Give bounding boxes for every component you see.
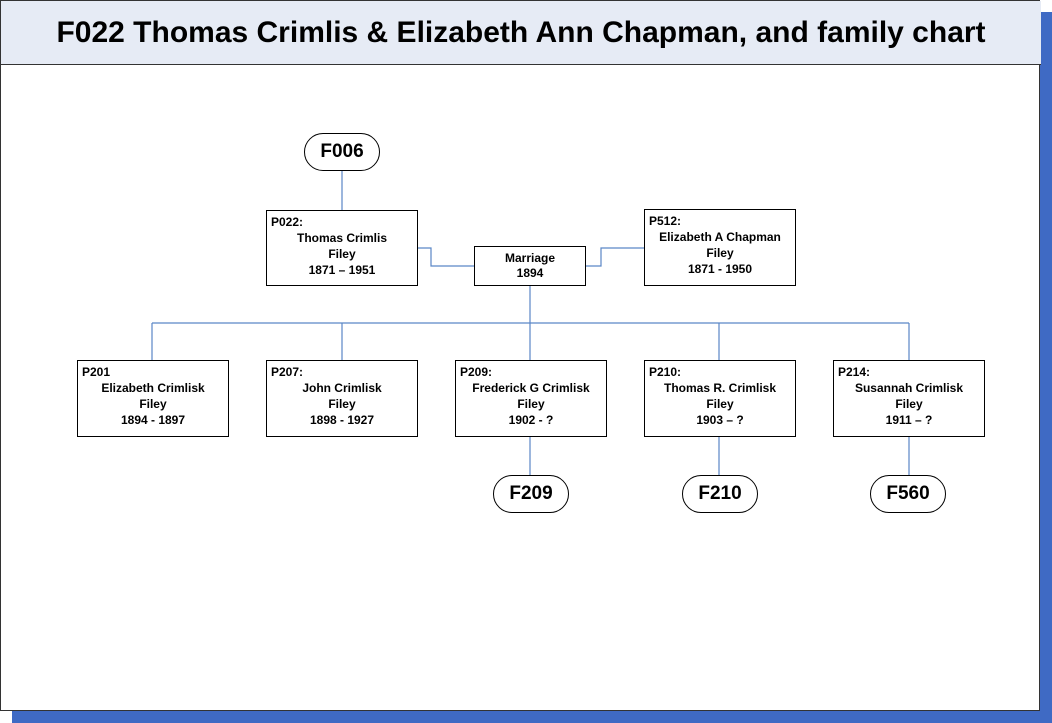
person-name: Thomas R. Crimlisk — [663, 381, 777, 395]
person-card-husband[interactable]: P022: Thomas Crimlis Filey 1871 – 1951 — [266, 210, 418, 286]
chart-frame: F022 Thomas Crimlis & Elizabeth Ann Chap… — [0, 0, 1041, 711]
person-card-wife[interactable]: P512: Elizabeth A Chapman Filey 1871 - 1… — [644, 209, 796, 286]
marriage-label: Marriage — [504, 251, 556, 265]
person-dates: 1898 - 1927 — [309, 413, 375, 427]
person-id: P201 — [82, 365, 111, 379]
person-id: P207: — [271, 365, 304, 379]
family-label: F210 — [698, 483, 742, 504]
person-id: P209: — [460, 365, 493, 379]
marriage-year: 1894 — [516, 266, 544, 280]
person-card-child[interactable]: P214: Susannah Crimlisk Filey 1911 – ? — [833, 360, 985, 437]
person-dates: 1871 - 1950 — [687, 262, 753, 276]
connector-wife-marriage — [586, 247, 644, 267]
person-card-child[interactable]: P210: Thomas R. Crimlisk Filey 1903 – ? — [644, 360, 796, 437]
family-node-f210[interactable]: F210 — [682, 475, 758, 513]
person-name: Elizabeth A Chapman — [659, 230, 781, 244]
family-node-f006[interactable]: F006 — [304, 133, 380, 171]
person-id: P210: — [649, 365, 682, 379]
person-dates: 1911 – ? — [885, 413, 933, 427]
person-name: Susannah Crimlisk — [854, 381, 964, 395]
person-name: John Crimlisk — [302, 381, 382, 395]
person-dates: 1894 - 1897 — [120, 413, 186, 427]
person-name: Elizabeth Crimlisk — [101, 381, 205, 395]
person-dates: 1902 - ? — [508, 413, 554, 427]
family-label: F006 — [320, 141, 364, 162]
family-label: F560 — [886, 483, 930, 504]
person-place: Filey — [706, 246, 734, 260]
person-id: P512: — [649, 214, 682, 228]
family-node-f560[interactable]: F560 — [870, 475, 946, 513]
person-id: P022: — [271, 215, 304, 229]
person-name: Frederick G Crimlisk — [472, 381, 590, 395]
person-id: P214: — [838, 365, 871, 379]
connector-lines — [151, 170, 910, 475]
person-place: Filey — [328, 397, 356, 411]
family-label: F209 — [509, 483, 553, 504]
person-place: Filey — [139, 397, 167, 411]
person-dates: 1871 – 1951 — [308, 263, 376, 277]
person-card-child[interactable]: P201 Elizabeth Crimlisk Filey 1894 - 189… — [77, 360, 229, 437]
person-place: Filey — [706, 397, 734, 411]
header-bar: F022 Thomas Crimlis & Elizabeth Ann Chap… — [1, 1, 1041, 65]
person-name: Thomas Crimlis — [296, 231, 388, 245]
marriage-node[interactable]: Marriage 1894 — [474, 246, 586, 286]
person-place: Filey — [895, 397, 923, 411]
family-node-f209[interactable]: F209 — [493, 475, 569, 513]
person-card-child[interactable]: P207: John Crimlisk Filey 1898 - 1927 — [266, 360, 418, 437]
person-place: Filey — [328, 247, 356, 261]
person-place: Filey — [517, 397, 545, 411]
page-title: F022 Thomas Crimlis & Elizabeth Ann Chap… — [56, 15, 986, 49]
connector-husband-marriage — [418, 247, 474, 267]
person-dates: 1903 – ? — [696, 413, 744, 427]
person-card-child[interactable]: P209: Frederick G Crimlisk Filey 1902 - … — [455, 360, 607, 437]
